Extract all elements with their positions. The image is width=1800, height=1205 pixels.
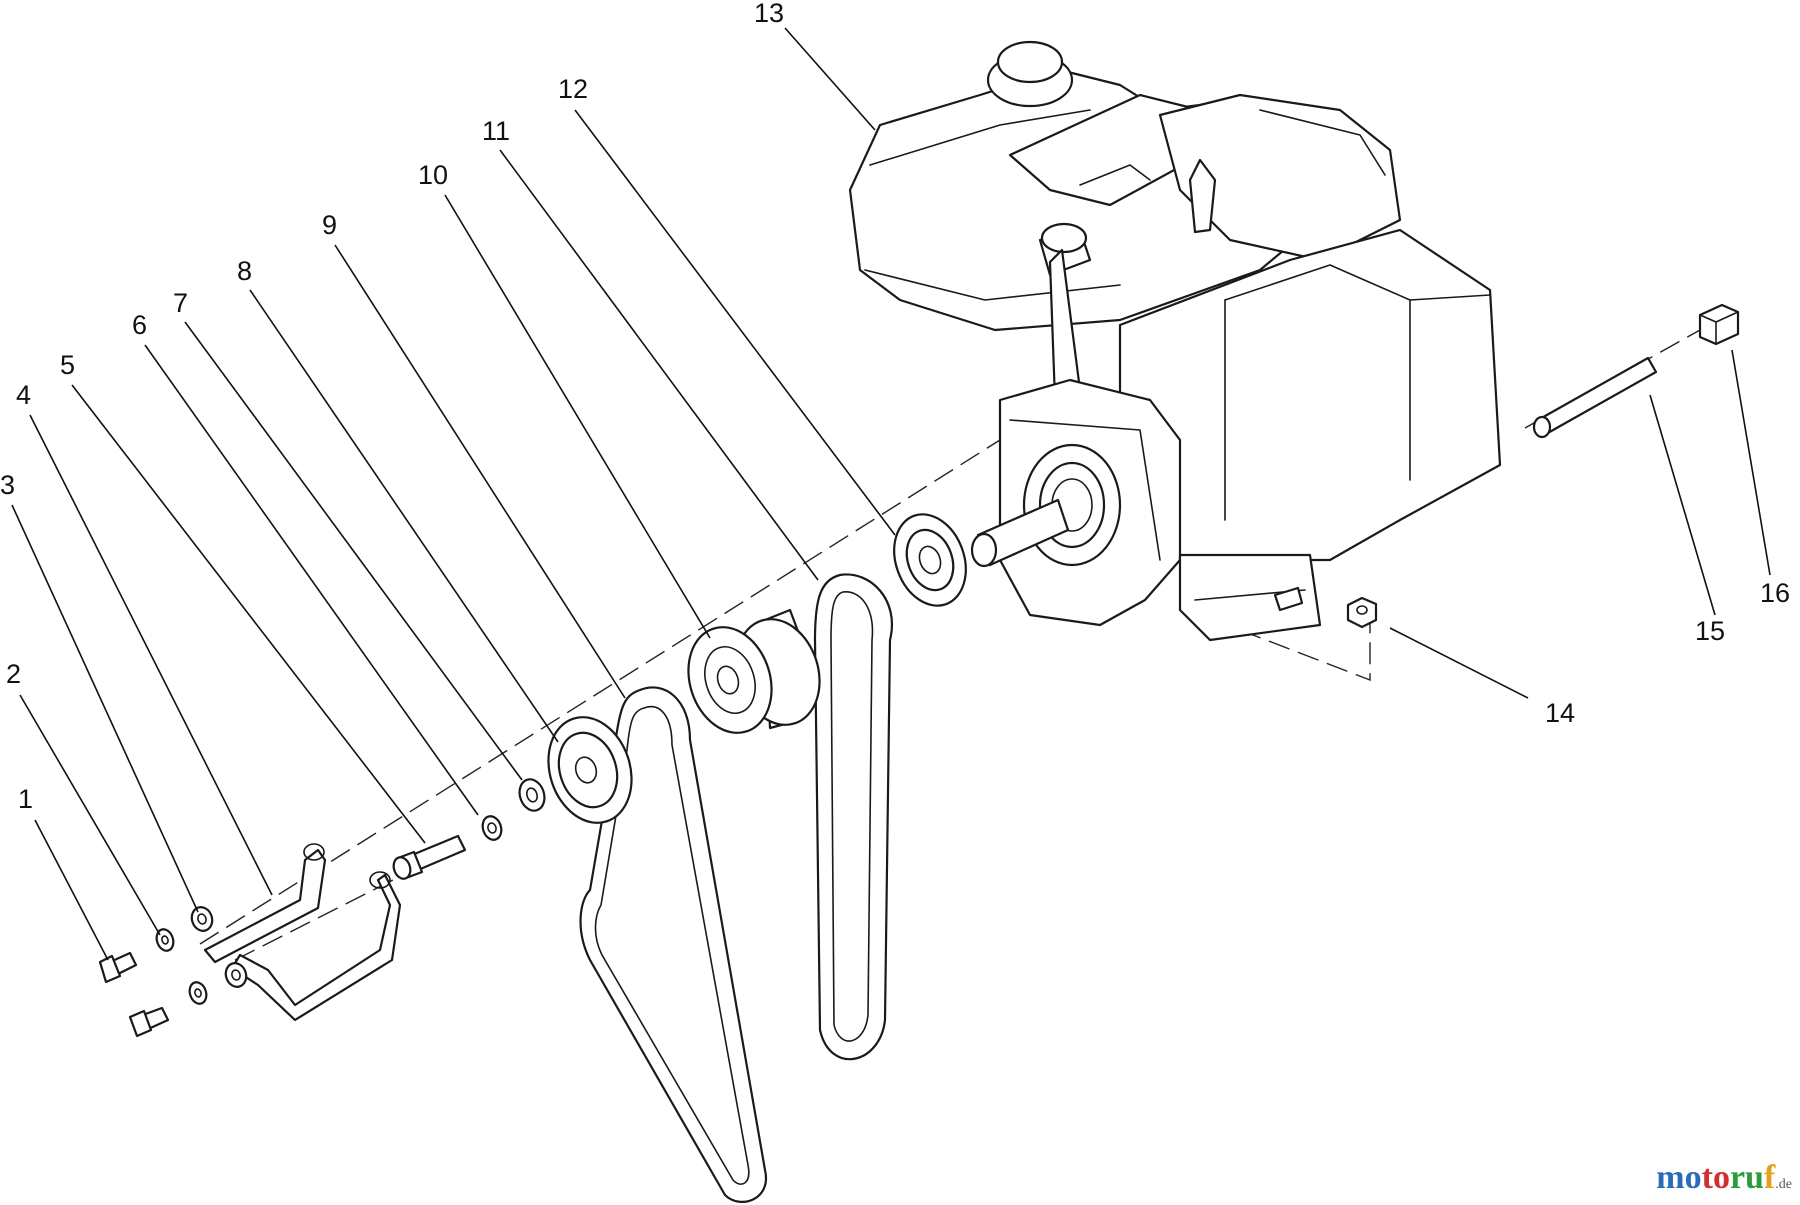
motoruf-watermark-logo: motoruf.de [1656, 1159, 1792, 1196]
callout-labels: 1 2 3 4 5 6 7 8 9 10 11 12 13 14 15 16 [0, 0, 1790, 814]
hex-bolt [98, 951, 170, 1038]
callout-2: 2 [6, 659, 21, 689]
leader-lines [11, 27, 1771, 961]
hex-nut [1346, 596, 1378, 629]
callout-12: 12 [558, 74, 588, 104]
callout-4: 4 [16, 380, 31, 410]
callout-10: 10 [418, 160, 448, 190]
callout-1: 1 [18, 784, 33, 814]
callout-5: 5 [60, 350, 75, 380]
lock-washer [481, 815, 503, 841]
callout-16: 16 [1760, 578, 1790, 608]
shoulder-bolt [392, 834, 467, 880]
idler-bracket [203, 843, 402, 1022]
engine [848, 40, 1502, 642]
idler-pulley [547, 716, 633, 824]
drive-belt-short [579, 686, 768, 1203]
double-pulley [687, 608, 821, 734]
split-washer [155, 928, 208, 1005]
callout-15: 15 [1695, 616, 1725, 646]
drive-belt-long [813, 573, 893, 1061]
callout-8: 8 [237, 256, 252, 286]
callout-13: 13 [754, 0, 784, 28]
callout-7: 7 [173, 288, 188, 318]
spacer-washer [518, 778, 546, 812]
callout-14: 14 [1545, 698, 1575, 728]
callout-11: 11 [482, 116, 510, 146]
callout-9: 9 [322, 210, 337, 240]
callout-6: 6 [132, 310, 147, 340]
engine-pulley [893, 513, 967, 607]
extension-rod [1532, 356, 1658, 439]
coupler-nut [1698, 303, 1740, 346]
callout-3: 3 [0, 470, 15, 500]
flat-washer [190, 906, 248, 988]
